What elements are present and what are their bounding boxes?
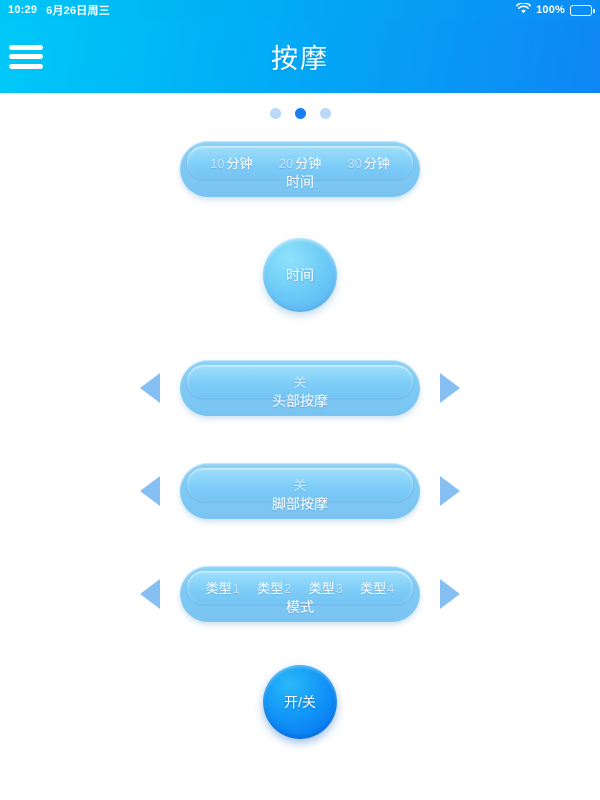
foot-massage-label: 脚部按摩 — [272, 496, 328, 512]
head-massage-right-arrow-icon[interactable] — [438, 371, 462, 405]
status-bar: 10:29 6月26日周三 100% — [0, 0, 600, 20]
power-button-label: 开/关 — [284, 694, 316, 710]
battery-percent-label: 100% — [536, 4, 565, 16]
power-button-row: 开/关 — [0, 665, 600, 739]
foot-massage-right-arrow-icon[interactable] — [438, 474, 462, 508]
status-time: 10:29 — [8, 4, 38, 16]
mode-selector-row: 类型1 类型2 类型3 类型4 模式 — [0, 566, 600, 622]
mode-option-3[interactable]: 类型3 — [308, 581, 343, 596]
pagination-dots — [0, 93, 600, 119]
hamburger-bar-3 — [9, 63, 43, 69]
time-selector-label: 时间 — [286, 174, 314, 190]
time-circle-label: 时间 — [286, 267, 314, 283]
mode-selector-pill[interactable]: 类型1 类型2 类型3 类型4 模式 — [180, 566, 420, 622]
mode-selector-options: 类型1 类型2 类型3 类型4 — [187, 571, 413, 604]
head-massage-value-plate: 关 — [187, 365, 413, 398]
time-circle-row: 时间 — [0, 238, 600, 312]
head-massage-label: 头部按摩 — [272, 393, 328, 409]
status-bar-left: 10:29 6月26日周三 — [8, 2, 110, 18]
head-massage-value: 关 — [293, 375, 307, 390]
page-title: 按摩 — [271, 44, 329, 74]
pagination-dot-3[interactable] — [319, 108, 331, 119]
mode-selector-label: 模式 — [286, 599, 314, 615]
battery-icon — [570, 4, 595, 16]
foot-massage-pill[interactable]: 关 脚部按摩 — [180, 463, 420, 519]
mode-option-2[interactable]: 类型2 — [257, 581, 292, 596]
foot-massage-value-plate: 关 — [187, 468, 413, 501]
foot-massage-left-arrow-icon[interactable] — [138, 474, 162, 508]
mode-left-arrow-icon[interactable] — [138, 577, 162, 611]
foot-massage-value: 关 — [293, 478, 307, 493]
hamburger-menu-icon[interactable] — [9, 42, 43, 72]
mode-right-arrow-icon[interactable] — [438, 577, 462, 611]
power-button[interactable]: 开/关 — [263, 665, 337, 739]
time-circle-button[interactable]: 时间 — [263, 238, 337, 312]
mode-option-1[interactable]: 类型1 — [205, 581, 240, 596]
app-header: 按摩 — [0, 20, 600, 93]
head-massage-pill[interactable]: 关 头部按摩 — [180, 360, 420, 416]
status-date: 6月26日周三 — [46, 5, 110, 17]
wifi-icon — [516, 2, 532, 17]
hamburger-bar-2 — [9, 54, 43, 59]
pagination-dot-2[interactable] — [294, 108, 306, 119]
mode-option-4[interactable]: 类型4 — [360, 581, 395, 596]
head-massage-left-arrow-icon[interactable] — [138, 371, 162, 405]
head-massage-row: 关 头部按摩 — [0, 360, 600, 416]
pagination-dot-1[interactable] — [269, 108, 281, 119]
foot-massage-row: 关 脚部按摩 — [0, 463, 600, 519]
status-bar-right: 100% — [516, 2, 595, 17]
hamburger-bar-1 — [9, 44, 43, 50]
